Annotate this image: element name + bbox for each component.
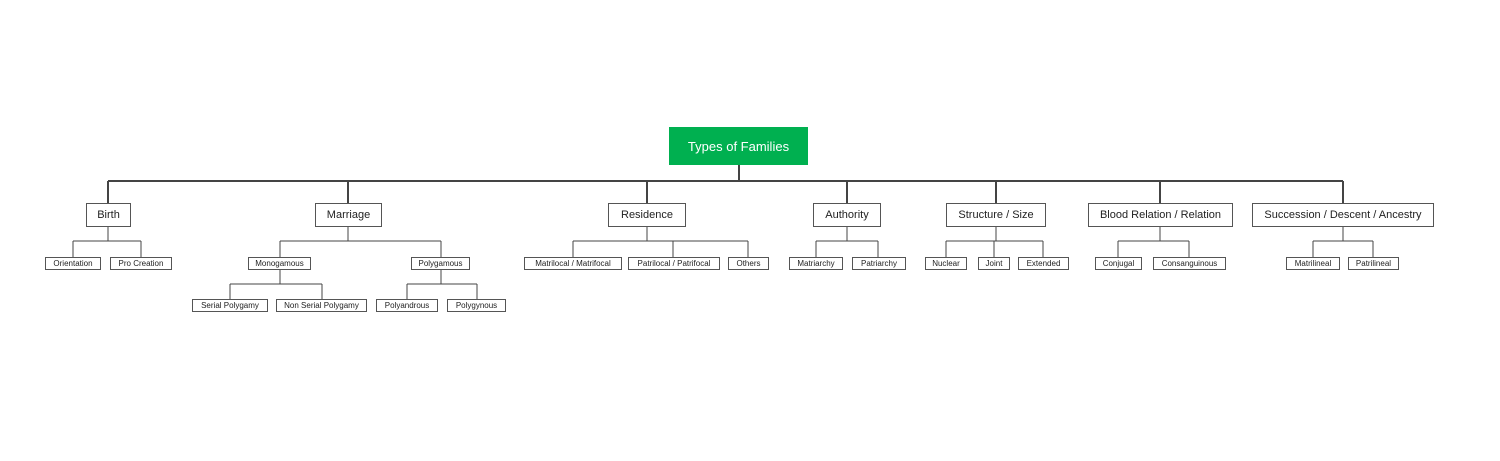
node-consanguinous: Consanguinous bbox=[1153, 257, 1226, 270]
node-conjugal: Conjugal bbox=[1095, 257, 1142, 270]
category-structure-size: Structure / Size bbox=[946, 203, 1046, 227]
node-matrilineal: Matrilineal bbox=[1286, 257, 1340, 270]
node-matrilocal: Matrilocal / Matrifocal bbox=[524, 257, 622, 270]
node-nuclear: Nuclear bbox=[925, 257, 967, 270]
category-succession: Succession / Descent / Ancestry bbox=[1252, 203, 1434, 227]
node-polyandrous: Polyandrous bbox=[376, 299, 438, 312]
node-joint: Joint bbox=[978, 257, 1010, 270]
category-marriage: Marriage bbox=[315, 203, 382, 227]
node-patriarchy: Patriarchy bbox=[852, 257, 906, 270]
category-residence: Residence bbox=[608, 203, 686, 227]
category-authority: Authority bbox=[813, 203, 881, 227]
node-orientation: Orientation bbox=[45, 257, 101, 270]
category-birth: Birth bbox=[86, 203, 131, 227]
node-matriarchy: Matriarchy bbox=[789, 257, 843, 270]
node-extended: Extended bbox=[1018, 257, 1069, 270]
node-polygynous: Polygynous bbox=[447, 299, 506, 312]
node-patrilocal: Patrilocal / Patrifocal bbox=[628, 257, 720, 270]
node-polygamous: Polygamous bbox=[411, 257, 470, 270]
category-blood-relation: Blood Relation / Relation bbox=[1088, 203, 1233, 227]
node-serial-polygamy: Serial Polygamy bbox=[192, 299, 268, 312]
node-patrilineal: Patrilineal bbox=[1348, 257, 1399, 270]
root-node: Types of Families bbox=[669, 127, 808, 165]
node-others: Others bbox=[728, 257, 769, 270]
node-non-serial-polygamy: Non Serial Polygamy bbox=[276, 299, 367, 312]
node-monogamous: Monogamous bbox=[248, 257, 311, 270]
node-pro-creation: Pro Creation bbox=[110, 257, 172, 270]
